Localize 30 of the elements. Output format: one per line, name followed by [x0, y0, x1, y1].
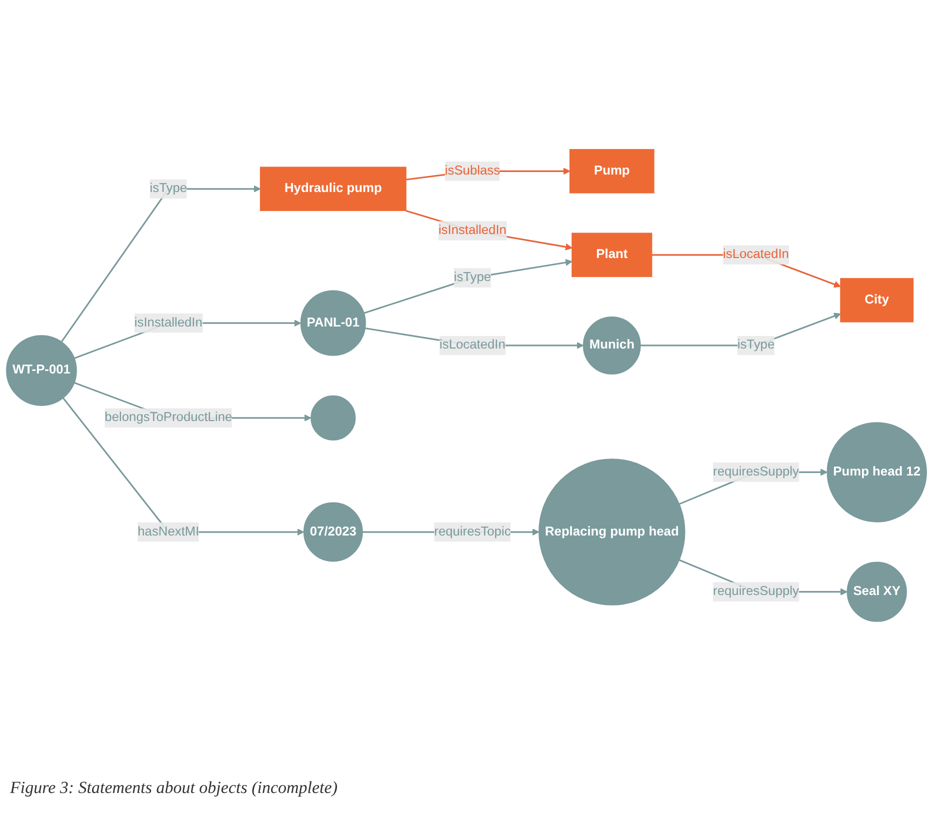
node-circle: Replacing pump head	[538, 458, 686, 605]
node-circle: Seal XY	[846, 561, 907, 622]
arrow	[60, 184, 261, 342]
arrow	[405, 209, 572, 250]
edge-label: requiresSupply	[713, 464, 799, 478]
edge-label: isInstalledIn	[134, 315, 202, 330]
edge-label: requiresTopic	[434, 524, 511, 538]
node-circle: WT-P-001	[6, 334, 77, 406]
edge-label: requiresSupply	[713, 584, 799, 598]
edge-label: isInstalledIn	[438, 223, 506, 237]
edge-label: belongsToProductLine	[104, 410, 232, 424]
edge-label: isLocatedIn	[440, 338, 506, 352]
node-circle: 07/2023	[303, 502, 363, 562]
edge-label: isType	[737, 338, 775, 352]
node-box: Pump	[569, 148, 654, 193]
node-circle: Munich	[582, 316, 641, 374]
arrow	[364, 258, 572, 314]
edge-label: isSublass	[444, 163, 500, 178]
arrow	[62, 397, 304, 536]
node-box: Plant	[572, 232, 652, 277]
edge-label: hasNextMI	[138, 524, 200, 538]
node-box: Hydraulic pump	[260, 166, 406, 211]
figure-caption: Figure 3: Statements about objects (incomplete)	[10, 778, 338, 798]
node-box: City	[840, 278, 914, 322]
node-circle: PANL-01	[300, 290, 366, 356]
edge-label: isType	[454, 270, 492, 284]
node-circle	[310, 394, 356, 440]
edge-label: isType	[150, 181, 188, 195]
node-circle: Pump head 12	[826, 422, 927, 522]
edge-label: isLocatedIn	[723, 247, 789, 261]
